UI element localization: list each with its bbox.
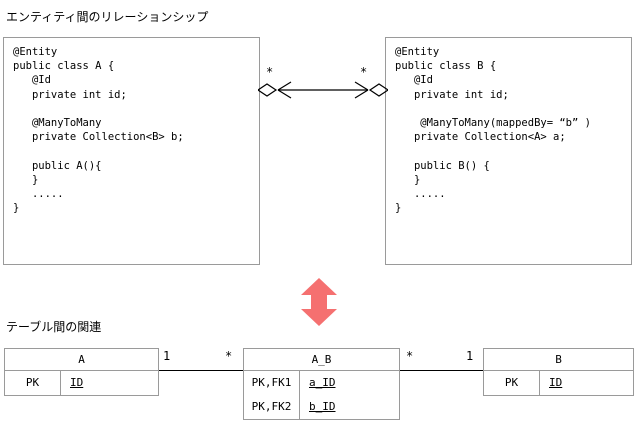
- er-table-a-title: A: [5, 349, 158, 371]
- entity-a-code-text: @Entity public class A { @Id private int…: [13, 46, 184, 215]
- association-right-multiplicity: *: [360, 65, 368, 79]
- left-crowfoot-upper: [277, 81, 292, 91]
- table-row: PK ID: [5, 371, 158, 395]
- er-table-a-row0-column: ID: [61, 371, 158, 395]
- many-to-many-association-connector: [258, 81, 388, 99]
- table-row: PK,FK1 a_ID: [244, 371, 399, 395]
- er-table-b-row0-key: PK: [484, 371, 540, 395]
- entity-b-code-text: @Entity public class B { @Id private int…: [395, 46, 591, 215]
- er-table-a: A PK ID: [4, 348, 159, 396]
- er-relation-line-ab-to-b: [400, 370, 483, 371]
- er-table-b: B PK ID: [483, 348, 634, 396]
- er-multiplicity-ab-left-side: *: [225, 349, 233, 363]
- er-table-a-b: A_B PK,FK1 a_ID PK,FK2 b_ID: [243, 348, 400, 420]
- arrow-shape: [301, 278, 337, 326]
- transform-double-arrow-icon: [301, 278, 337, 326]
- entity-section-caption: エンティティ間のリレーションシップ: [6, 10, 209, 24]
- table-row: PK ID: [484, 371, 633, 395]
- right-crowfoot-upper: [354, 81, 369, 91]
- table-section-caption: テーブル間の関連: [6, 320, 102, 334]
- entity-b-code-box: @Entity public class B { @Id private int…: [385, 37, 632, 265]
- er-table-b-row0-column: ID: [540, 371, 633, 395]
- er-column-name: a_ID: [309, 376, 336, 389]
- er-table-a-b-title: A_B: [244, 349, 399, 371]
- er-table-a-b-row1-column: b_ID: [300, 395, 399, 419]
- er-multiplicity-b-side: 1: [466, 349, 474, 363]
- entity-a-code-box: @Entity public class A { @Id private int…: [3, 37, 260, 265]
- left-diamond-icon: [258, 83, 278, 97]
- right-crowfoot-lower: [354, 89, 369, 99]
- er-table-b-title: B: [484, 349, 633, 371]
- er-table-a-b-row0-key: PK,FK1: [244, 371, 300, 395]
- er-column-name: ID: [70, 376, 84, 389]
- er-column-name: ID: [549, 376, 563, 389]
- er-multiplicity-a-side: 1: [163, 349, 171, 363]
- table-row: PK,FK2 b_ID: [244, 395, 399, 419]
- er-table-a-b-row1-key: PK,FK2: [244, 395, 300, 419]
- er-multiplicity-ab-right-side: *: [406, 349, 414, 363]
- er-relation-line-a-to-ab: [159, 370, 243, 371]
- association-left-multiplicity: *: [266, 65, 274, 79]
- er-column-name: b_ID: [309, 400, 336, 413]
- right-diamond-icon: [368, 83, 388, 97]
- left-crowfoot-lower: [277, 89, 292, 99]
- er-table-a-b-row0-column: a_ID: [300, 371, 399, 395]
- er-table-a-row0-key: PK: [5, 371, 61, 395]
